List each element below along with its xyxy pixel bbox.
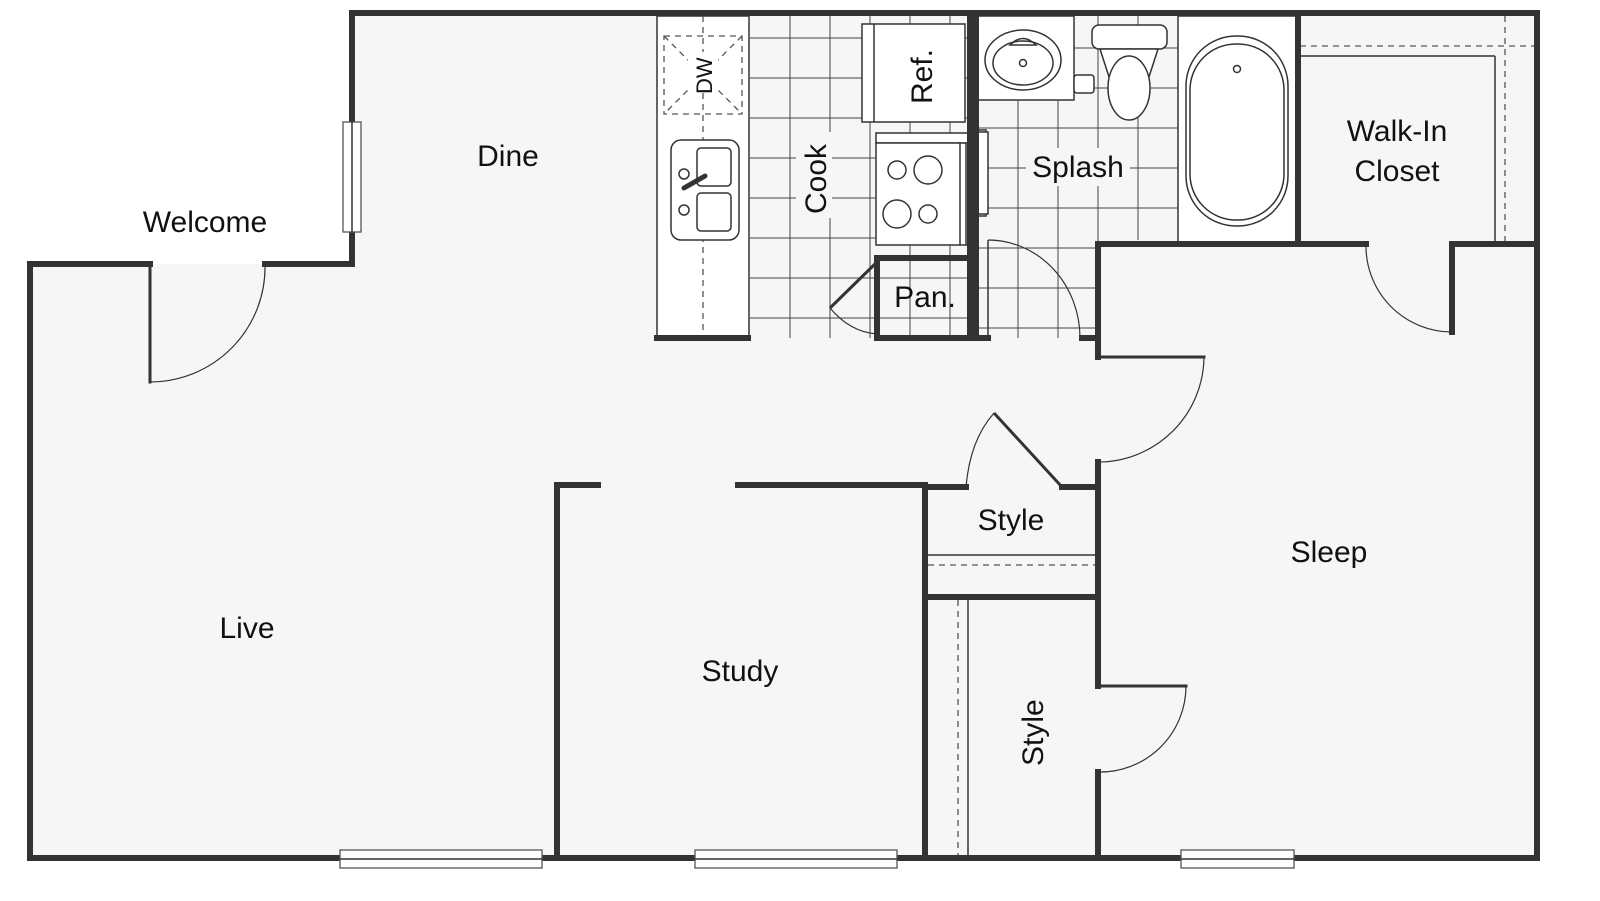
window-dine	[342, 121, 362, 233]
room-label-splash: Splash	[1032, 151, 1124, 184]
room-label-walk-in: Walk-In	[1347, 115, 1448, 148]
window-sleep	[1180, 849, 1295, 869]
window-study	[694, 849, 898, 869]
bedroom-door[interactable]	[1097, 356, 1205, 463]
room-label-style-lower: Style	[1017, 699, 1050, 766]
room-label-closet: Closet	[1354, 155, 1440, 188]
style-closet-door-lower[interactable]	[1097, 685, 1187, 773]
room-label-cook: Cook	[800, 143, 833, 214]
room-label-style-upper: Style	[978, 504, 1045, 537]
closet-door[interactable]	[1365, 243, 1453, 333]
refrigerator-icon: Ref.	[861, 23, 966, 123]
room-labels: Welcome Dine Cook Splash Walk-In Closet …	[143, 115, 1448, 766]
dishwasher-label: DW	[692, 57, 717, 94]
windows	[339, 121, 1295, 869]
room-label-welcome: Welcome	[143, 206, 267, 239]
refrigerator-label: Ref.	[906, 49, 939, 104]
pantry-door[interactable]	[828, 260, 879, 335]
entry-door[interactable]	[149, 263, 266, 383]
dishwasher-icon: DW	[663, 35, 743, 115]
room-label-live: Live	[219, 612, 274, 645]
style-closet-shelving	[928, 554, 1096, 858]
bathroom-door[interactable]	[987, 239, 1081, 339]
walls	[27, 10, 1540, 861]
room-label-study: Study	[702, 655, 779, 688]
toilet-icon	[1073, 24, 1168, 121]
style-closet-door-upper[interactable]	[965, 411, 1064, 489]
bathtub-icon	[1177, 15, 1297, 243]
room-label-pantry: Pan.	[894, 281, 956, 314]
bathroom-sink-icon	[975, 15, 1075, 101]
window-live	[339, 849, 543, 869]
room-label-sleep: Sleep	[1291, 536, 1368, 569]
stove-icon	[875, 129, 987, 246]
closet-shelving	[1300, 16, 1536, 244]
towel-bar-icon	[977, 131, 989, 215]
room-label-dine: Dine	[477, 140, 539, 173]
kitchen-sink-icon	[670, 139, 740, 241]
